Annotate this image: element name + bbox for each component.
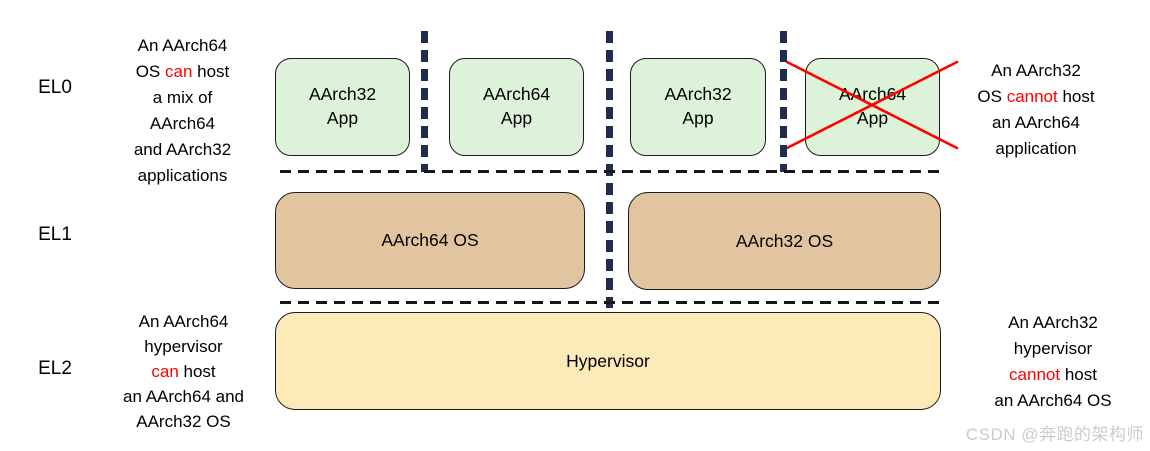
annotation-el0-right: An AArch32 OS cannot host an AArch64 applic…: [950, 58, 1122, 162]
hypervisor-box: Hypervisor: [275, 312, 941, 410]
annotation-el0-left: An AArch64 OS can host a mix of AArch64 and …: [100, 33, 265, 189]
annotation-line: hypervisor: [1013, 339, 1093, 358]
annotation-el2-right: An AArch32 hypervisor cannot host an AArch6…: [965, 310, 1141, 414]
app-box-aarch64-2-crossed: AArch64 App: [805, 58, 940, 156]
el2-label: EL2: [38, 358, 72, 379]
annotation-line: An AArch64: [138, 312, 229, 331]
annotation-line: AArch64: [149, 114, 216, 133]
os-box-aarch64: AArch64 OS: [275, 192, 585, 289]
app-box-aarch32-1: AArch32 App: [275, 58, 410, 156]
annotation-line: AArch32 OS: [136, 412, 231, 431]
annotation-line: and AArch32: [133, 140, 232, 159]
annotation-line: applications: [137, 166, 228, 185]
el0-label: EL0: [38, 77, 72, 98]
annotation-line: hypervisor: [144, 337, 223, 356]
divider-vertical-2: [606, 31, 613, 308]
os-box-aarch32: AArch32 OS: [628, 192, 941, 290]
app-box-aarch64-1: AArch64 App: [449, 58, 584, 156]
annotation-line: application: [995, 139, 1077, 158]
el1-label: EL1: [38, 224, 72, 245]
separator-el1-el2: [280, 301, 940, 304]
annotation-line: an AArch64 and: [123, 387, 244, 406]
annotation-line: can host: [151, 362, 216, 381]
annotation-line: An AArch64: [137, 36, 228, 55]
annotation-line: An AArch32: [991, 61, 1081, 80]
annotation-line: cannot host: [1009, 365, 1097, 384]
separator-el0-el1: [280, 170, 940, 173]
app-box-aarch32-2: AArch32 App: [630, 58, 766, 156]
divider-vertical-3: [780, 31, 787, 172]
annotation-line: a mix of: [152, 88, 213, 107]
annotation-line: OS can host: [135, 62, 230, 81]
annotation-line: OS cannot host: [977, 87, 1095, 106]
annotation-line: an AArch64 OS: [994, 391, 1112, 410]
annotation-line: an AArch64: [992, 113, 1080, 132]
annotation-el2-left: An AArch64 hypervisor can host an AArch64 a…: [100, 309, 267, 434]
watermark-text: CSDN @奔跑的架构师: [965, 425, 1144, 444]
red-cross-icon: [785, 60, 959, 150]
divider-vertical-1: [421, 31, 428, 172]
annotation-line: An AArch32: [1008, 313, 1098, 332]
